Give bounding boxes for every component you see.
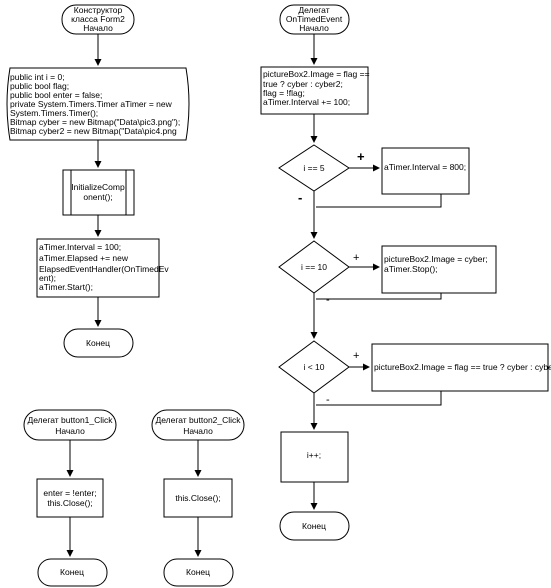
button2-process-line: this.Close();: [175, 493, 220, 503]
process-line: aTimer.Start();: [39, 282, 93, 292]
decision2-action-text: pictureBox2.Image = cyber;: [384, 254, 488, 264]
button2-end-terminal: Конец: [163, 558, 234, 587]
process-line: aTimer.Elapsed += new: [39, 253, 129, 263]
fields-data-block: public int i = 0; public bool flag; publ…: [6, 67, 190, 141]
ontimedevent-process-line: aTimer.Interval += 100;: [263, 97, 350, 107]
decision2-action-text: aTimer.Stop();: [384, 264, 438, 274]
subprocess-line1: InitializeComp: [71, 182, 125, 192]
decision2-no-label: -: [326, 294, 330, 306]
data-line: private System.Timers.Timer aTimer = new: [10, 99, 173, 109]
constructor-start-line2: класса Form2: [71, 14, 125, 24]
button2-start-terminal: Делегат button2_Click Начало: [151, 409, 245, 441]
data-line: Bitmap cyber = new Bitmap("Data\pic3.png…: [10, 117, 180, 127]
decision3-action-text: pictureBox2.Image = flag == true ? cyber…: [374, 362, 551, 372]
button1-end-terminal: Конец: [37, 558, 108, 587]
button2-process: this.Close();: [163, 478, 233, 518]
decision1-condition: i == 5: [303, 163, 325, 173]
button2-end-label: Конец: [186, 567, 210, 577]
constructor-end-label: Конец: [86, 338, 110, 348]
ontimedevent-process-line: true ? cyber : cyber2;: [263, 79, 343, 89]
ontimedevent-start-line1: Делегат: [298, 5, 329, 15]
arrow-decision3-action-return: [316, 391, 442, 406]
ontimedevent-process: pictureBox2.Image = flag == true ? cyber…: [260, 66, 370, 115]
ontimedevent-start-terminal: Делегат OnTimedEvent Начало: [279, 4, 350, 35]
timer-setup-process: aTimer.Interval = 100; aTimer.Elapsed +=…: [36, 238, 169, 298]
decision3-condition: i < 10: [303, 362, 324, 372]
decision-i-equals-5: i == 5: [278, 144, 350, 192]
decision-i-equals-10: i == 10: [278, 240, 350, 294]
ontimedevent-end-terminal: Конец: [279, 511, 350, 541]
constructor-start-line1: Конструктор: [74, 5, 123, 15]
data-line: public bool enter = false;: [10, 90, 102, 100]
constructor-end-terminal: Конец: [63, 328, 134, 358]
constructor-start-line3: Начало: [83, 23, 113, 33]
decision1-no-label: -: [298, 190, 302, 205]
increment-process: i++;: [280, 431, 349, 483]
button2-start-line2: Начало: [183, 426, 213, 436]
arrow-decision1-action-return: [316, 194, 442, 208]
decision1-action: aTimer.Interval = 800;: [381, 147, 470, 195]
arrow-decision2-action-return: [316, 293, 442, 300]
subprocess-line2: onent();: [83, 192, 112, 202]
process-line: ElapsedEventHandler(OnTimedEv: [39, 264, 169, 274]
button1-process: enter = !enter; this.Close();: [36, 478, 104, 518]
button1-start-line2: Начало: [55, 426, 85, 436]
decision-i-less-than-10: i < 10: [278, 340, 350, 394]
process-line: ent);: [39, 273, 56, 283]
constructor-start-terminal: Конструктор класса Form2 Начало: [61, 4, 135, 35]
data-line: System.Timers.Timer();: [10, 108, 98, 118]
data-line: public int i = 0;: [10, 72, 65, 82]
decision3-yes-label: +: [353, 350, 359, 362]
increment-text: i++;: [307, 450, 321, 460]
decision2-yes-label: +: [353, 252, 359, 264]
button1-process-line: enter = !enter;: [43, 488, 96, 498]
ontimedevent-end-label: Конец: [302, 521, 326, 531]
ontimedevent-process-line: flag = !flag;: [263, 88, 305, 98]
decision2-action: pictureBox2.Image = cyber; aTimer.Stop()…: [381, 245, 497, 294]
decision1-action-text: aTimer.Interval = 800;: [384, 162, 466, 172]
ontimedevent-process-line: pictureBox2.Image = flag ==: [263, 69, 370, 79]
decision3-action: pictureBox2.Image = flag == true ? cyber…: [371, 343, 551, 392]
button1-end-label: Конец: [60, 567, 84, 577]
ontimedevent-start-line3: Начало: [299, 23, 329, 33]
decision2-condition: i == 10: [301, 262, 327, 272]
data-line: public bool flag;: [10, 81, 69, 91]
ontimedevent-start-line2: OnTimedEvent: [286, 14, 343, 24]
decision1-yes-label: +: [357, 149, 365, 164]
initialize-subprocess: InitializeComp onent();: [62, 169, 135, 216]
data-line: Bitmap cyber2 = new Bitmap("Data\pic4.pn…: [10, 126, 177, 136]
process-line: aTimer.Interval = 100;: [39, 242, 121, 252]
button1-start-line1: Делегат button1_Click: [27, 415, 113, 425]
button1-process-line: this.Close();: [47, 498, 92, 508]
decision3-no-label: -: [326, 394, 330, 406]
button2-start-line1: Делегат button2_Click: [155, 415, 241, 425]
button1-start-terminal: Делегат button1_Click Начало: [23, 409, 117, 441]
